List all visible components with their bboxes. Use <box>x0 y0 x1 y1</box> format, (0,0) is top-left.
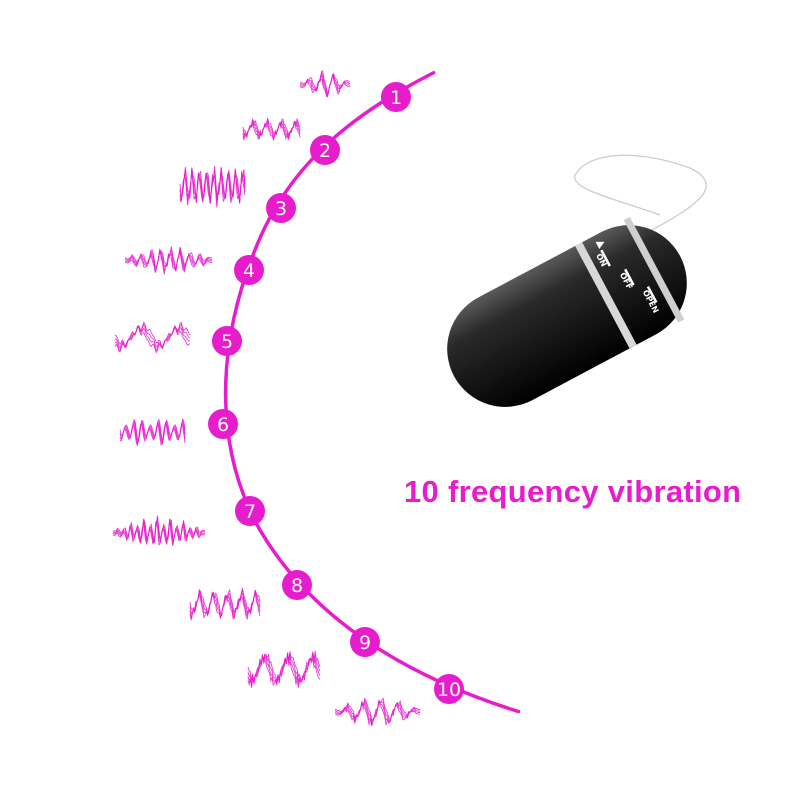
bullet-vibrator: ON OFF OPEN <box>447 154 707 407</box>
waveform-icon <box>124 246 213 275</box>
mode-3-badge <box>266 193 296 223</box>
waveform-icon <box>119 417 186 447</box>
mode-6-number: 6 <box>217 414 229 436</box>
waveform-icon <box>112 515 206 547</box>
mode-6-badge <box>208 409 238 439</box>
waveform-icon <box>189 588 261 621</box>
mode-10-badge <box>434 674 464 704</box>
waveform-icon <box>299 70 351 98</box>
mode-5-badge <box>212 326 242 356</box>
mode-4-badge <box>234 255 264 285</box>
mode-5-number: 5 <box>221 331 233 353</box>
wire <box>574 154 707 233</box>
mode-3-number: 3 <box>275 198 287 220</box>
mode-7-badge <box>235 496 265 526</box>
waveform-icon <box>247 650 321 688</box>
mode-10-number: 10 <box>437 679 461 701</box>
mode-9-badge <box>350 627 380 657</box>
mode-2-badge <box>310 135 340 165</box>
mode-7-number: 7 <box>244 501 256 523</box>
mode-8-badge <box>282 570 312 600</box>
mode-8-number: 8 <box>291 575 303 597</box>
caption: 10 frequency vibration <box>404 474 742 509</box>
mode-1-number: 1 <box>390 87 402 109</box>
mode-4-number: 4 <box>243 260 255 282</box>
waveform-icon <box>179 165 246 208</box>
waveform-icon <box>114 321 191 354</box>
waveform-icon <box>334 697 421 727</box>
mode-9-number: 9 <box>359 632 371 654</box>
mode-2-number: 2 <box>319 140 331 162</box>
waveform-icon <box>242 117 301 141</box>
mode-1-badge <box>381 82 411 112</box>
